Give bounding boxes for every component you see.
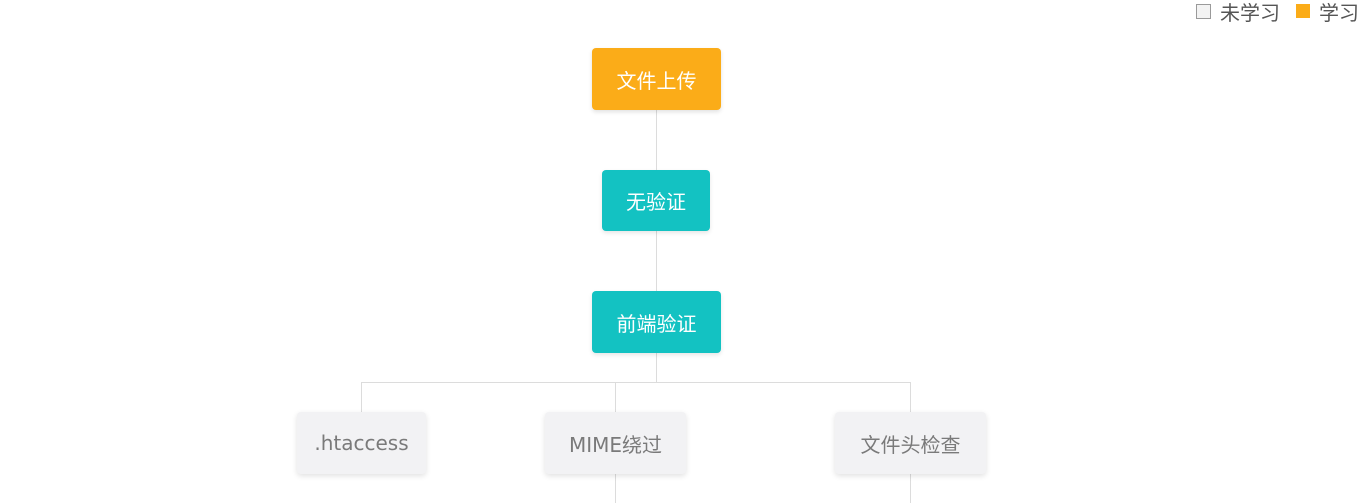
node-root[interactable]: 文件上传 <box>592 48 721 110</box>
legend: 未学习 学习 <box>1196 0 1360 25</box>
connector-below-child-3 <box>910 474 911 503</box>
connector-to-child-3 <box>910 382 911 412</box>
legend-unlearned-swatch-icon <box>1196 3 1211 19</box>
legend-unlearned-label: 未学习 <box>1220 0 1280 25</box>
connector-root-to-level1 <box>656 110 657 170</box>
legend-learned-swatch-icon <box>1296 4 1310 18</box>
connector-to-child-2 <box>615 382 616 412</box>
legend-item-learned[interactable]: 学习 <box>1296 0 1359 26</box>
node-file-header-check[interactable]: 文件头检查 <box>835 412 986 474</box>
node-htaccess[interactable]: .htaccess <box>297 412 426 474</box>
legend-learned-label: 学习 <box>1319 0 1359 25</box>
connector-horizontal-branch <box>361 382 911 383</box>
connector-to-child-1 <box>361 382 362 412</box>
connector-below-child-2 <box>615 474 616 503</box>
connector-level2-trunk <box>656 353 657 383</box>
node-mime-bypass[interactable]: MIME绕过 <box>545 412 686 474</box>
connector-level1-to-level2 <box>656 231 657 291</box>
node-frontend-validation[interactable]: 前端验证 <box>592 291 721 353</box>
node-no-validation[interactable]: 无验证 <box>602 170 710 231</box>
legend-item-unlearned[interactable]: 未学习 <box>1196 0 1280 26</box>
